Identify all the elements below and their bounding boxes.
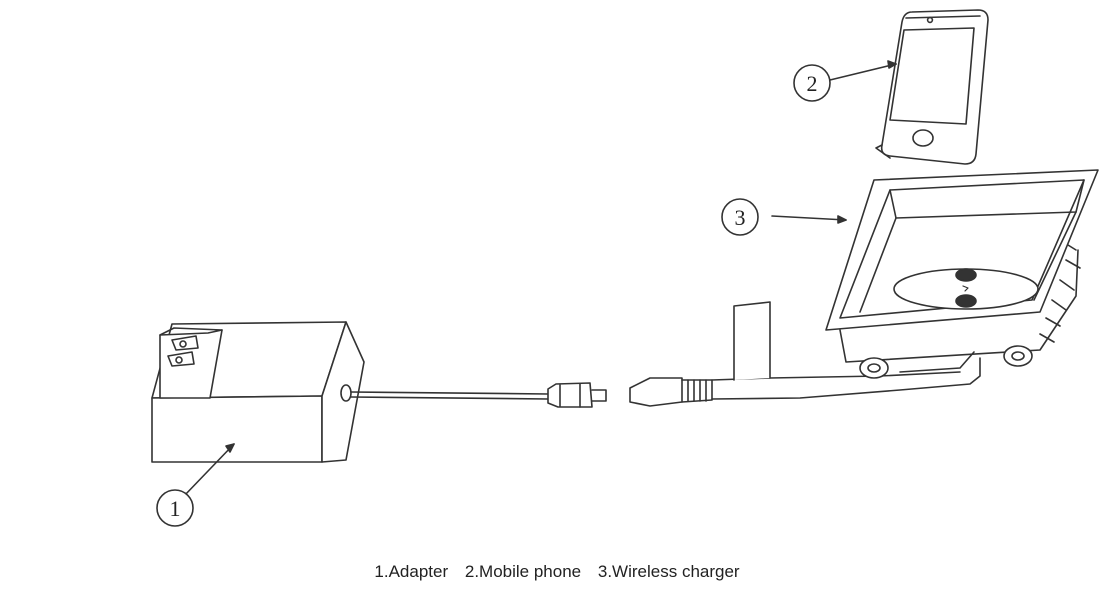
caption-charger: 3.Wireless charger: [597, 562, 740, 581]
callout-circle-3: [721, 198, 759, 236]
callout-label-2: 2: [807, 71, 818, 96]
leader-lines: [183, 60, 897, 497]
mobile-phone: [875, 9, 989, 165]
callout-circle-1: [156, 489, 194, 527]
callout-label-1: 1: [170, 496, 181, 521]
caption-phone: 2.Mobile phone: [464, 562, 582, 581]
dc-cable: [350, 382, 607, 408]
wireless-charger: [825, 169, 1099, 379]
callout-circle-2: [793, 64, 831, 102]
adapter: [151, 321, 365, 463]
callout-label-3: 3: [735, 205, 746, 230]
caption-adapter: 1.Adapter: [374, 562, 449, 581]
legend-caption: 1.Adapter 2.Mobile phone 3.Wireless char…: [0, 562, 1120, 582]
charger-cable: [629, 301, 981, 407]
